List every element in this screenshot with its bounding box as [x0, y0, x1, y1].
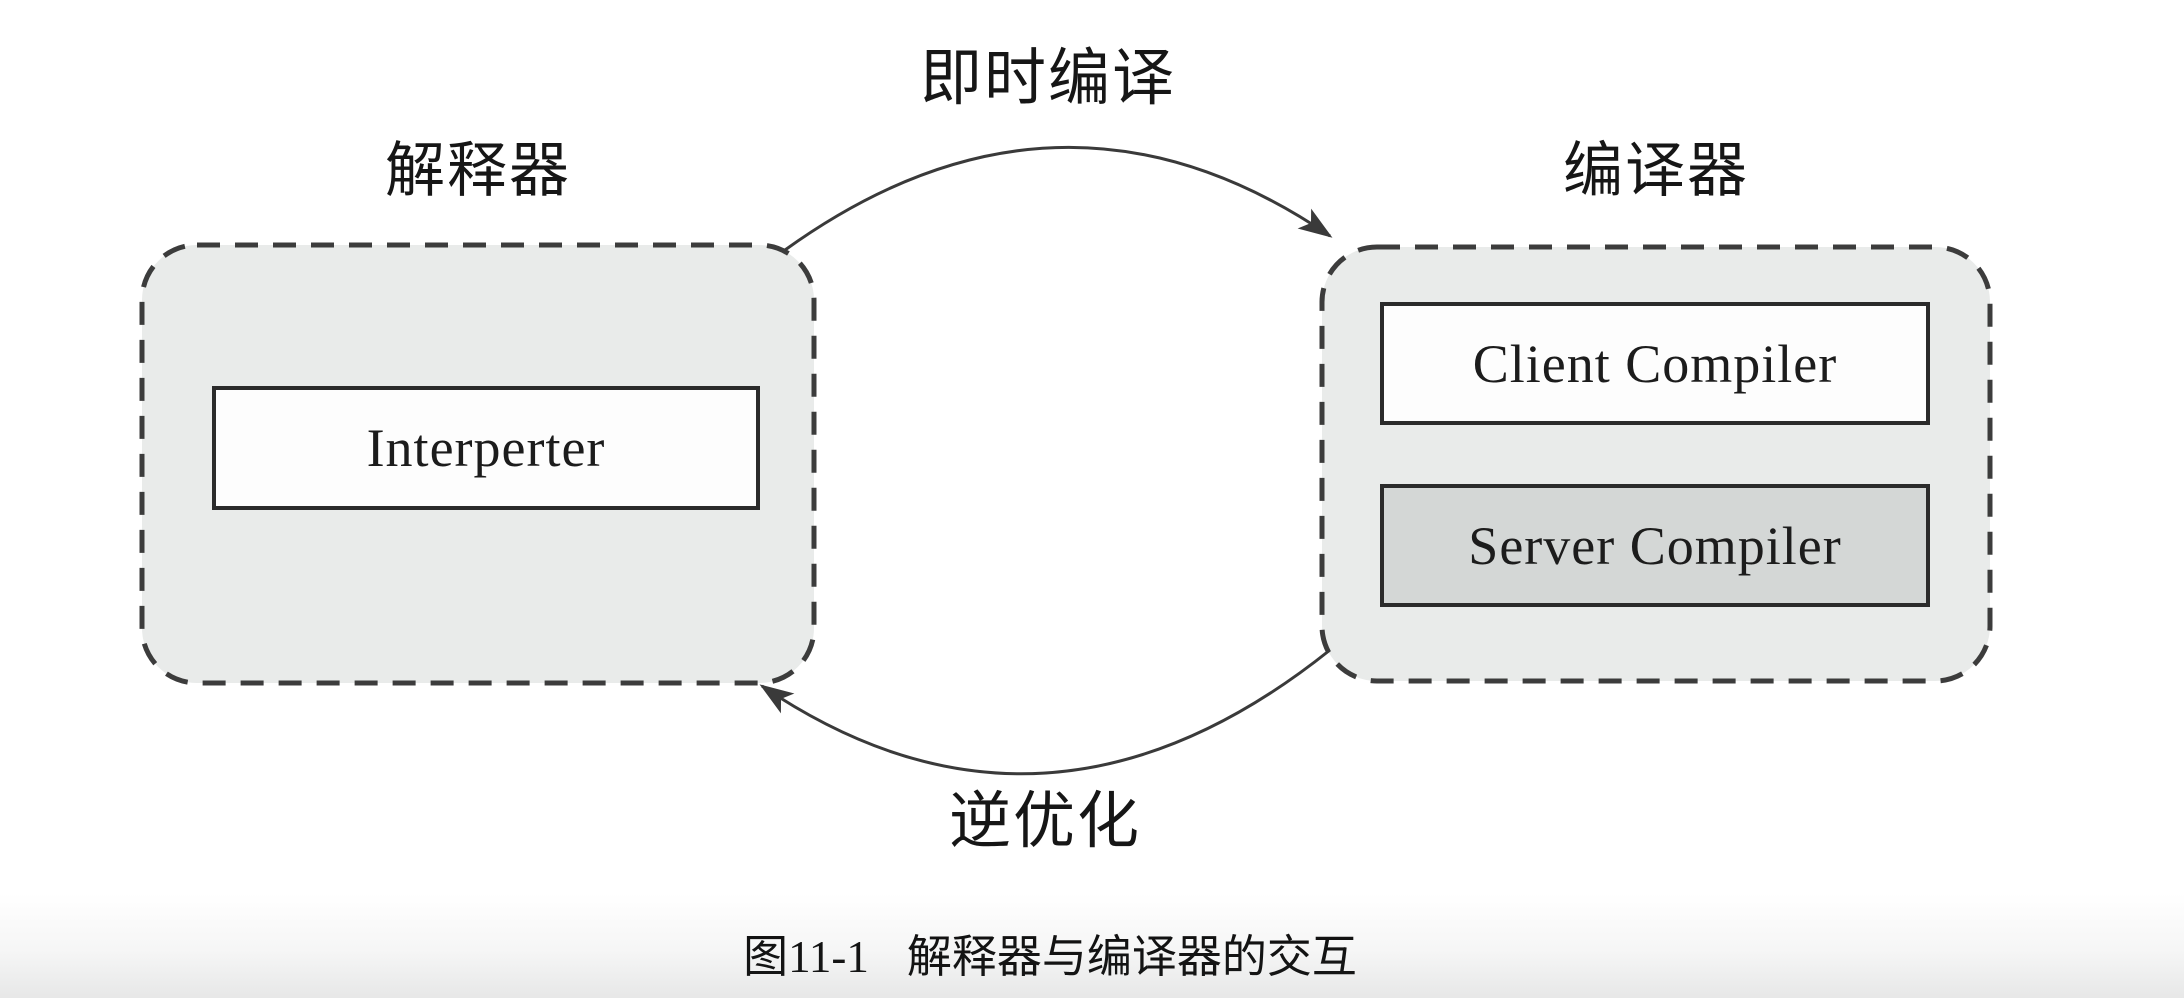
client-compiler-box-label: Client Compiler [1472, 333, 1838, 394]
interpreter-box: Interperter [212, 386, 760, 510]
bottom-arrow-label: 逆优化 [948, 788, 1141, 856]
top-arrow-label: 即时编译 [919, 45, 1176, 113]
figure-caption-title: 解释器与编译器的交互 [906, 932, 1357, 982]
server-compiler-box-label: Server Compiler [1468, 515, 1842, 576]
interpreter-box-label: Interperter [366, 418, 606, 478]
figure-caption-number: 图11-1 [743, 932, 869, 982]
compiler-group-title: 编译器 [1563, 138, 1749, 204]
deoptimize-arrow [759, 648, 1331, 776]
client-compiler-box: Client Compiler [1380, 302, 1930, 425]
figure-caption: 图11-1 解释器与编译器的交互 [0, 920, 2100, 985]
server-compiler-box: Server Compiler [1380, 484, 1930, 607]
interpreter-group-title: 解释器 [385, 138, 571, 204]
jit-compile-arrow [784, 146, 1333, 252]
